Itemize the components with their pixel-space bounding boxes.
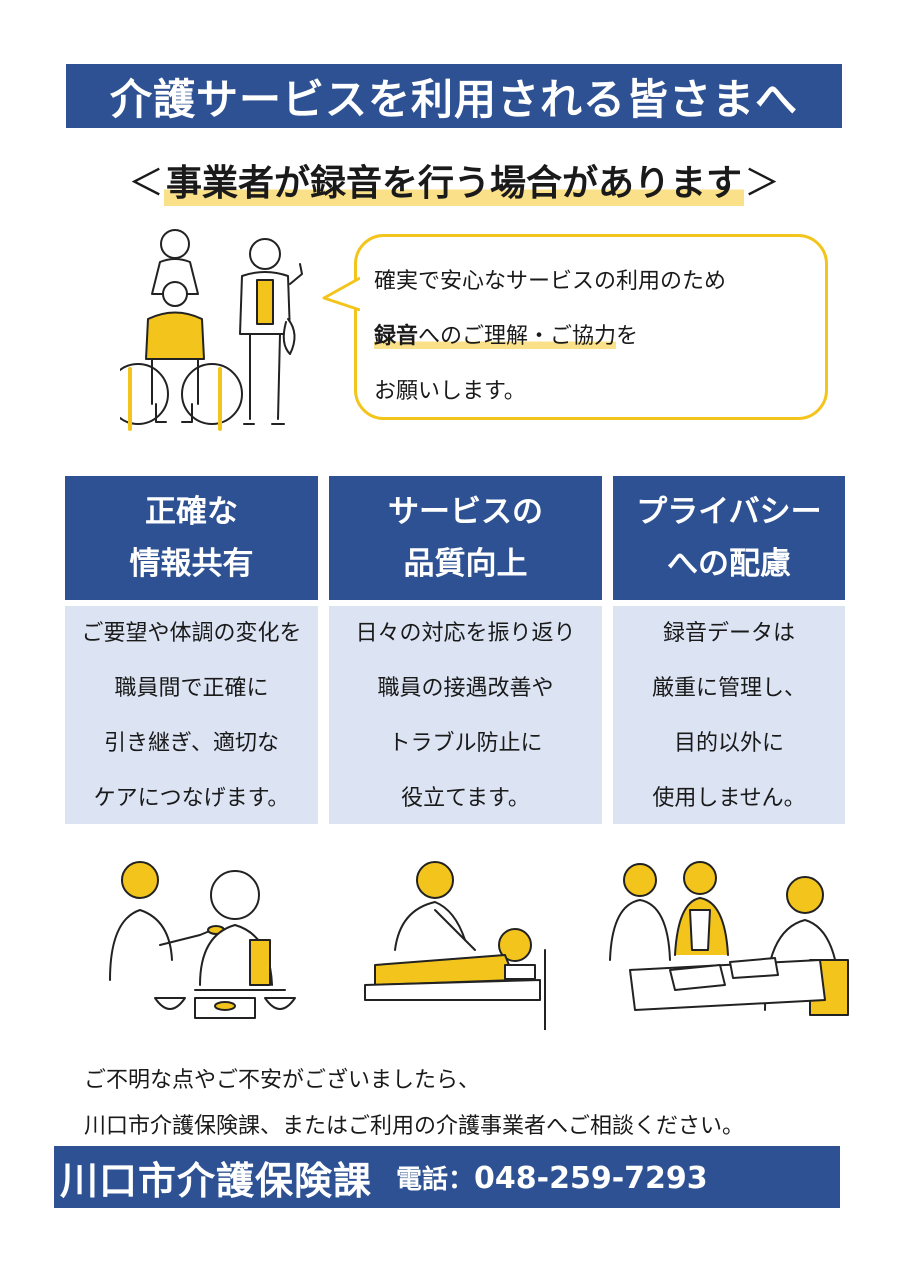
column-head-line: 品質向上 [403,546,528,582]
bubble-tail [322,276,370,314]
column-head-line: サービスの [388,494,543,530]
column-body-line: 厳重に管理し、 [651,676,806,701]
bubble-line-1: 確実で安心なサービスの利用のため [374,269,727,294]
column-body-line: トラブル防止に [388,731,543,756]
column-body-line: 職員間で正確に [114,676,269,701]
column-body-line: 日々の対応を振り返り [355,621,576,646]
subtitle-close-bracket: ＞ [744,163,781,204]
phone-label: 電話： [396,1164,475,1195]
column-body-line: ご要望や体調の変化を [81,621,302,646]
bubble-keyword: 録音 [374,324,419,349]
column-body-line: 職員の接遇改善や [377,676,554,701]
page-subtitle: ＜ 事業者が録音を行う場合があります ＞ [66,150,842,210]
column-head-line: 情報共有 [129,546,254,582]
column-head-line: プライバシー [636,494,822,530]
bubble-line-2: 録音へのご理解・ご協力を [374,309,814,364]
phone-number[interactable]: 電話：048-259-7293 [396,1159,708,1196]
page-title: 介護サービスを利用される皆さまへ [66,64,842,128]
bubble-message: 確実で安心なサービスの利用のため 録音へのご理解・ご協力を お願いします。 [374,254,814,419]
column-body-quality: 日々の対応を振り返り 職員の接遇改善や トラブル防止に 役立てます。 [329,606,602,824]
column-body-line: 役立てます。 [401,786,530,811]
meal-assistance-illustration [109,861,296,1019]
column-body-info-sharing: ご要望や体調の変化を 職員間で正確に 引き継ぎ、適切な ケアにつなげます。 [65,606,318,824]
care-bed-illustration [364,861,546,1030]
column-body-line: 引き継ぎ、適切な [104,731,279,756]
subtitle-text: 事業者が録音を行う場合があります [163,154,744,206]
column-body-line: 録音データは [662,621,795,646]
column-head-line: 正確な [145,494,238,530]
column-body-line: 使用しません。 [652,786,806,811]
column-body-line: ケアにつなげます。 [93,786,290,811]
footer-contact-bar: 川口市介護保険課 電話：048-259-7293 [54,1146,840,1208]
organization-name: 川口市介護保険課 [60,1158,373,1203]
contact-note-line-2: 川口市介護保険課、またはご利用の介護事業者へご相談ください。 [84,1114,745,1139]
column-body-line: 目的以外に [673,731,784,756]
subtitle-open-bracket: ＜ [127,163,164,204]
column-head-privacy: プライバシー への配慮 [613,476,845,600]
caregiver-wheelchair-illustration [120,229,303,431]
meeting-illustration [609,861,849,1016]
bubble-line-3: お願いします。 [374,379,526,404]
column-body-privacy: 録音データは 厳重に管理し、 目的以外に 使用しません。 [613,606,845,824]
column-head-quality: サービスの 品質向上 [329,476,602,600]
contact-note-line-1: ご不明な点やご不安がございましたら、 [84,1068,481,1093]
contact-note: ご不明な点やご不安がございましたら、 川口市介護保険課、またはご利用の介護事業者… [84,1058,864,1150]
bubble-line-2-rest: へのご理解・ご協力 [418,324,617,349]
column-head-line: への配慮 [667,546,791,582]
phone-value: 048-259-7293 [474,1160,708,1196]
column-head-info-sharing: 正確な 情報共有 [65,476,318,600]
bubble-line-2-tail: を [616,324,639,349]
